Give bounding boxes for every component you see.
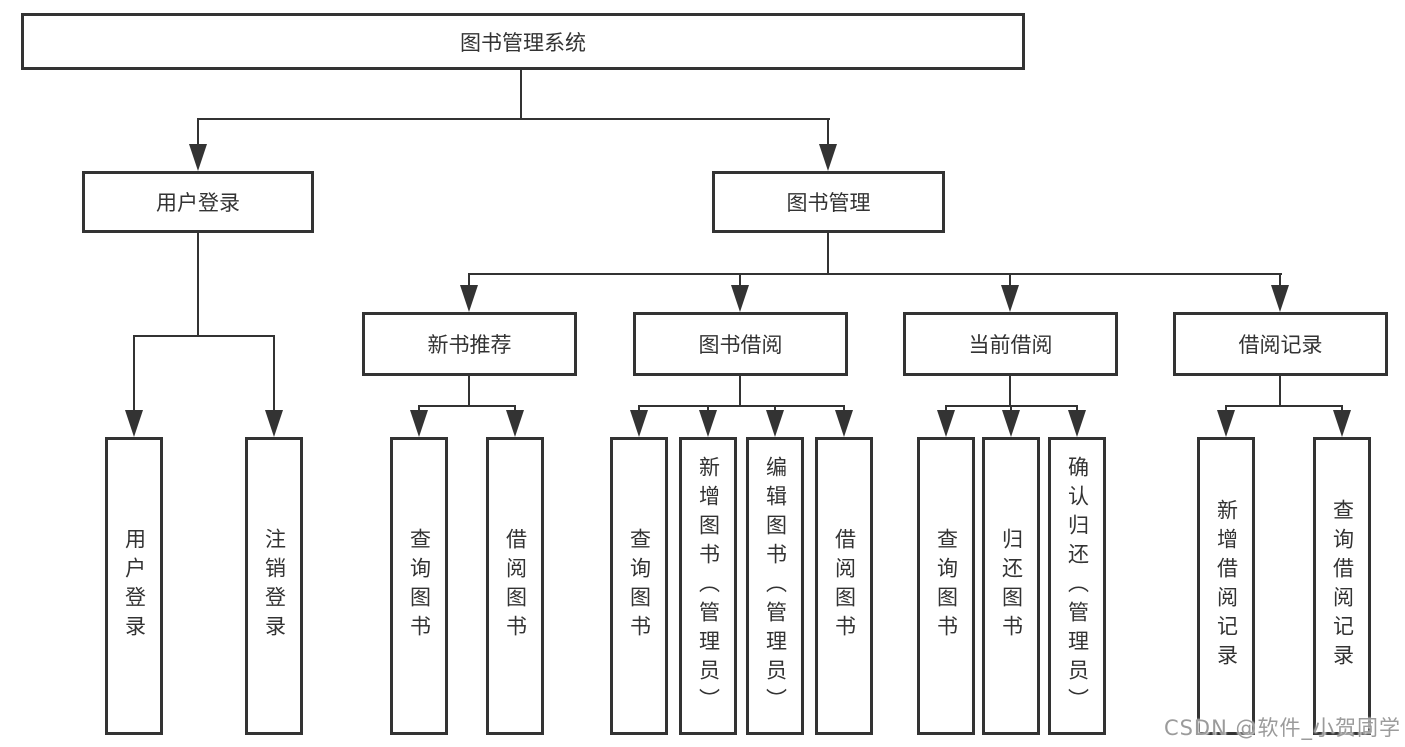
leaf-query-books-recommend: 查询图书	[390, 437, 448, 735]
node-user-login: 用户登录	[82, 171, 314, 233]
arrowhead-new-book	[460, 285, 478, 312]
arrowhead-leaf	[766, 410, 784, 437]
arrowhead-leaf	[630, 410, 648, 437]
connector-book-mgmt-stem	[827, 233, 829, 275]
leaf-query-books-borrow: 查询图书	[610, 437, 668, 735]
connector-current-borrow-stem	[1009, 376, 1011, 406]
connector-user-login-stem	[197, 233, 199, 337]
connector-new-book-stem	[468, 376, 470, 406]
arrowhead-leaf	[1068, 410, 1086, 437]
arrowhead-book-mgmt	[819, 144, 837, 171]
arrowhead-leaf	[1002, 410, 1020, 437]
arrowhead-leaf	[1333, 410, 1351, 437]
node-book-borrow: 图书借阅	[633, 312, 848, 376]
connector-root-stem	[520, 70, 522, 120]
connector-book-borrow-drop	[739, 275, 741, 287]
arrowhead-user-login	[189, 144, 207, 171]
arrowhead-leaf	[699, 410, 717, 437]
leaf-edit-book-admin: 编辑图书（管理员）	[746, 437, 804, 735]
arrowhead-leaf	[937, 410, 955, 437]
connector-current-borrow-bar	[945, 405, 1078, 407]
connector-new-book-drop	[468, 275, 470, 287]
arrowhead-book-borrow	[731, 285, 749, 312]
arrowhead-leaf	[410, 410, 428, 437]
connector-borrow-records-drop	[1279, 275, 1281, 287]
connector-borrow-records-bar	[1225, 405, 1343, 407]
leaf-query-books-current: 查询图书	[917, 437, 975, 735]
leaf-borrow-books: 借阅图书	[815, 437, 873, 735]
connector-leaf-logout-drop	[273, 337, 275, 413]
node-borrow-records: 借阅记录	[1173, 312, 1388, 376]
arrowhead-leaf	[1217, 410, 1235, 437]
csdn-watermark: CSDN @软件_小贺同学	[1163, 716, 1401, 740]
connector-leaf-login-drop	[133, 337, 135, 413]
arrowhead-leaf-logout	[265, 410, 283, 437]
connector-user-login-bar	[133, 335, 275, 337]
connector-borrow-records-stem	[1279, 376, 1281, 406]
connector-current-borrow-drop	[1009, 275, 1011, 287]
arrowhead-leaf	[835, 410, 853, 437]
connector-new-book-bar	[418, 405, 516, 407]
node-new-book-recommend: 新书推荐	[362, 312, 577, 376]
connector-book-borrow-bar	[638, 405, 845, 407]
connector-book-borrow-stem	[739, 376, 741, 406]
connector-level3-bar	[468, 273, 1282, 275]
connector-book-mgmt-drop	[827, 120, 829, 147]
connector-user-login-drop	[197, 120, 199, 147]
leaf-return-books: 归还图书	[982, 437, 1040, 735]
leaf-query-borrow-record: 查询借阅记录	[1313, 437, 1371, 735]
leaf-add-book-admin: 新增图书（管理员）	[679, 437, 737, 735]
leaf-user-login: 用户登录	[105, 437, 163, 735]
leaf-logout: 注销登录	[245, 437, 303, 735]
arrowhead-borrow-records	[1271, 285, 1289, 312]
connector-level2-bar	[197, 118, 830, 120]
node-library-system: 图书管理系统	[21, 13, 1025, 70]
arrowhead-current-borrow	[1001, 285, 1019, 312]
leaf-borrow-books-recommend: 借阅图书	[486, 437, 544, 735]
leaf-confirm-return-admin: 确认归还（管理员）	[1048, 437, 1106, 735]
node-book-management: 图书管理	[712, 171, 945, 233]
arrowhead-leaf-login	[125, 410, 143, 437]
arrowhead-leaf	[506, 410, 524, 437]
node-current-borrow: 当前借阅	[903, 312, 1118, 376]
leaf-add-borrow-record: 新增借阅记录	[1197, 437, 1255, 735]
